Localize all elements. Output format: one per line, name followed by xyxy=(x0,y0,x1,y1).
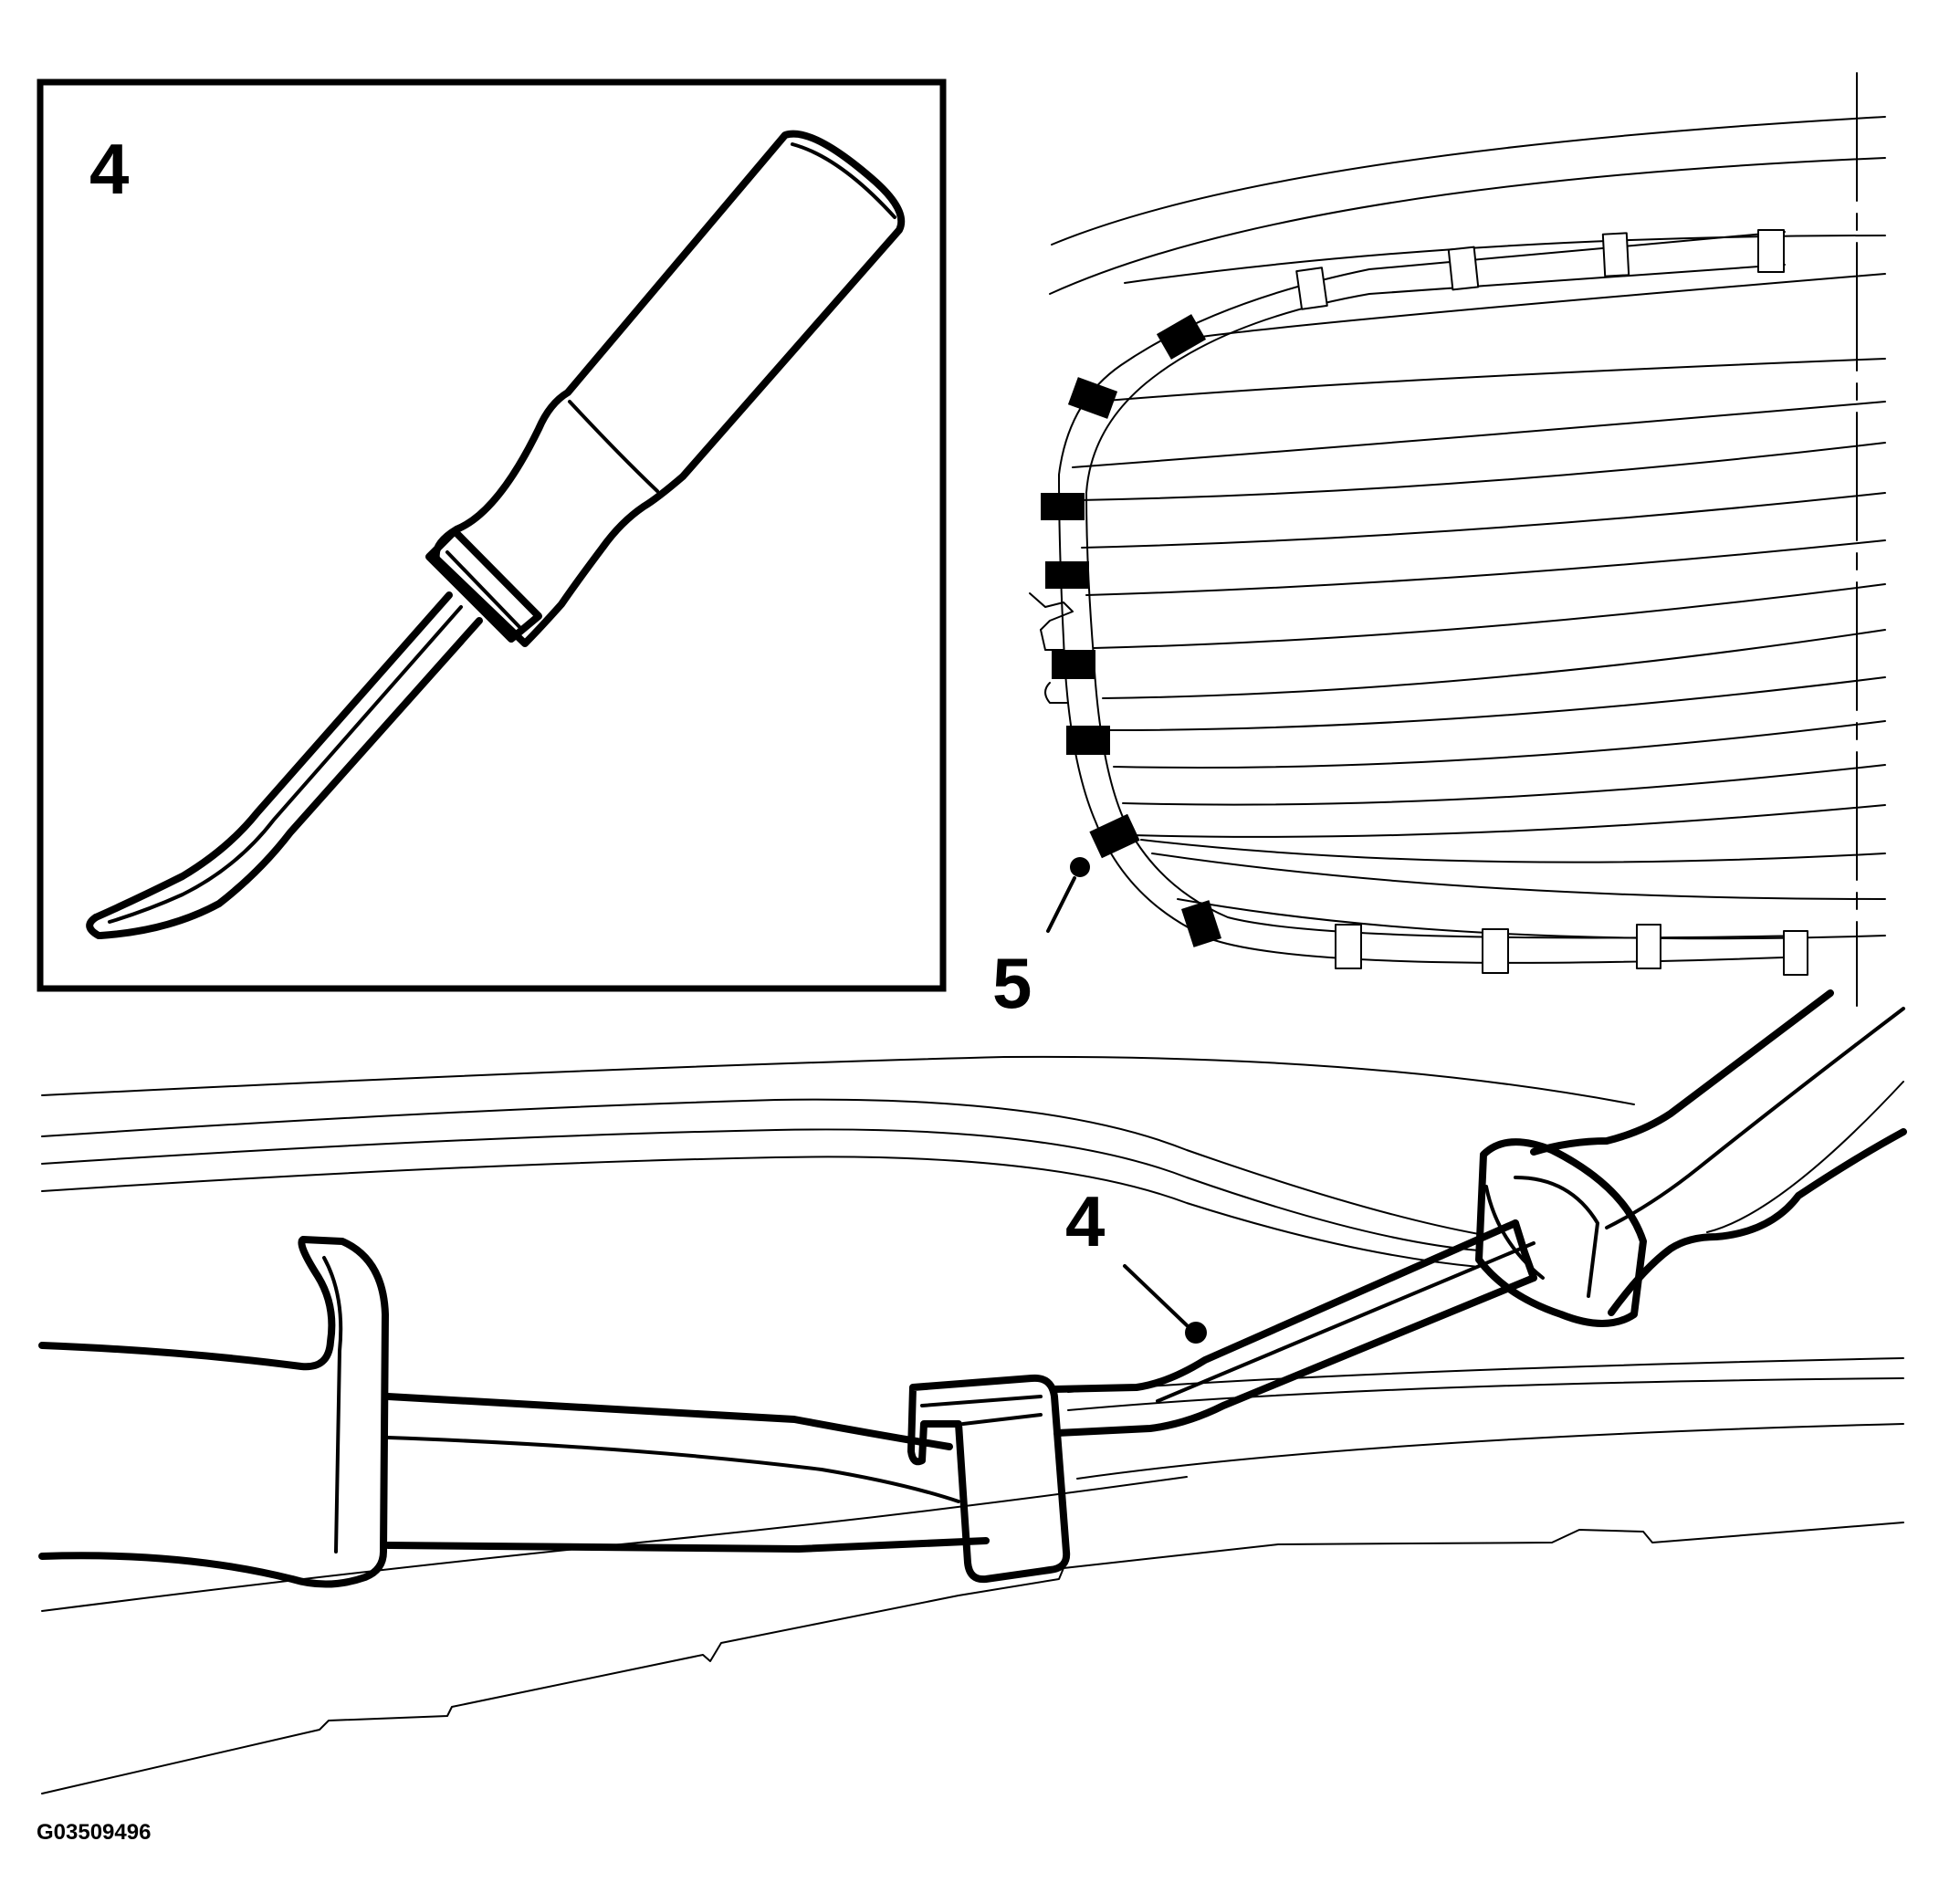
callout-5-leader xyxy=(1046,876,1076,933)
retaining-bracket xyxy=(907,1374,1071,1584)
figure-code: G03509496 xyxy=(37,1820,151,1845)
callout-4-dot xyxy=(1185,1322,1207,1344)
panel-view: 5 xyxy=(992,72,1886,1023)
retaining-clip-icon xyxy=(1041,314,1222,947)
callout-4-leader xyxy=(1123,1264,1189,1327)
tool-detail-inset: 4 xyxy=(37,78,947,992)
open-clips-top xyxy=(1295,229,1785,310)
trim-panel-section xyxy=(38,1236,990,1588)
inset-frame xyxy=(37,78,947,992)
trim-tool-in-use xyxy=(1051,989,1907,1437)
callout-5-dot xyxy=(1070,857,1090,877)
removal-view: 4 xyxy=(38,989,1907,1794)
callout-5-label: 5 xyxy=(992,943,1032,1023)
callout-4-label: 4 xyxy=(1065,1181,1105,1261)
trim-removal-tool-icon xyxy=(86,130,906,939)
open-clips-bottom xyxy=(1335,924,1808,976)
inset-callout-label: 4 xyxy=(89,129,129,209)
